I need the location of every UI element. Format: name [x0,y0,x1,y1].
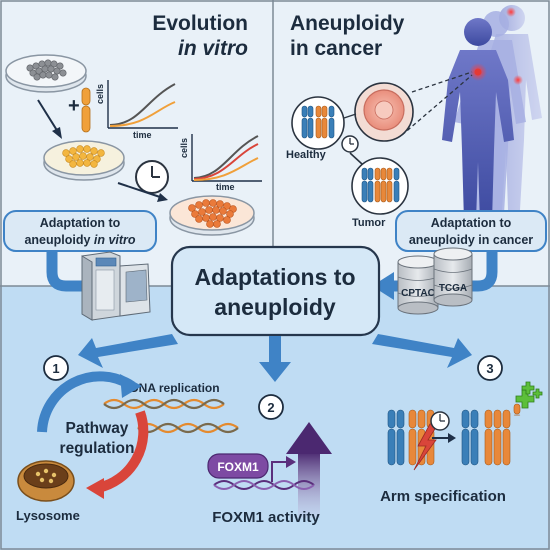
chromosome-icon [394,168,399,202]
clock-icon [136,161,168,193]
finding-2-number: 2 [259,395,283,419]
in-vitro-box-line1: Adaptation to [40,216,121,230]
chromosome-icon [362,168,367,202]
svg-text:3: 3 [486,361,493,376]
petri-dish-gray-icon [6,55,86,92]
plot2-ylabel: cells [179,138,189,158]
chromosome-icon [409,410,416,465]
cptac-database-icon: CPTAC [398,256,438,314]
plot2-xlabel: time [216,182,235,192]
svg-text:2: 2 [267,400,274,415]
arm-clock-icon [431,412,449,430]
pathway-regulation-line2: regulation [60,440,135,457]
foxm1-badge-label: FOXM1 [217,460,259,474]
tcga-label: TCGA [439,283,467,294]
chromosome-icon [316,106,321,138]
central-title-line1: Adaptations to [195,264,356,290]
arm-specification-caption: Arm specification [380,488,506,505]
chromosome-icon [388,410,395,465]
tumor-karyotype-icon [352,158,408,214]
plus-sign: + [68,95,80,117]
tumor-label: Tumor [352,217,386,229]
chromosome-icon [329,106,334,138]
chromosome-icon [503,410,510,465]
cancer-title-line1: Aneuploidy [290,12,405,35]
finding-1-number: 1 [44,356,68,380]
healthy-karyotype-icon [292,97,344,149]
cancer-adaptation-box: Adaptation to aneuploidy in cancer [396,211,546,251]
in-vitro-box-line2a: aneuploidy [24,233,93,247]
cptac-label: CPTAC [401,288,435,299]
small-clock-icon [342,136,358,152]
chromosome-icon [471,410,478,465]
in-vitro-title-line2: in vitro [178,37,248,60]
gained-arm-icon [514,404,520,415]
cancer-box-line2: aneuploidy in cancer [409,233,533,247]
dna-replication-label: DNA replication [130,381,220,395]
chromosome-icon [381,168,386,202]
central-title-line2: aneuploidy [214,294,336,320]
chromosome-icon [397,410,404,465]
pathway-regulation-line1: Pathway [66,420,129,437]
chromosome-icon [308,106,313,138]
in-vitro-box-line2b: in vitro [94,233,136,247]
in-vitro-title-line1: Evolution [152,12,248,35]
svg-text:1: 1 [52,361,59,376]
lysosome-icon [18,461,74,501]
chromosome-icon [302,106,307,138]
finding-3-number: 3 [478,356,502,380]
tumor-tissue-icon [355,83,413,141]
chromosome-icon [375,168,380,202]
cancer-title-line2: in cancer [290,37,382,60]
plot1-xlabel: time [133,130,152,140]
central-box: Adaptations to aneuploidy [172,247,379,335]
svg-text:aneuploidy in vitro: aneuploidy in vitro [24,233,135,247]
chromosome-icon [387,168,392,202]
in-vitro-adaptation-box: Adaptation to aneuploidy in vitro [4,211,156,251]
plot1-ylabel: cells [95,84,105,104]
healthy-label: Healthy [286,149,327,161]
chromosome-icon [368,168,373,202]
petri-dish-yellow-icon [44,141,124,180]
lysosome-label: Lysosome [16,508,80,523]
tcga-database-icon: TCGA [434,248,472,306]
chromosome-icon [322,106,327,138]
chromosome-icon [485,410,492,465]
orange-chromosome-icon [82,88,90,132]
chromosome-icon [494,410,501,465]
foxm1-activity-caption: FOXM1 activity [212,509,320,526]
petri-dish-orange-icon [170,196,254,235]
chromosome-icon [462,410,469,465]
cancer-box-line1: Adaptation to [431,216,512,230]
